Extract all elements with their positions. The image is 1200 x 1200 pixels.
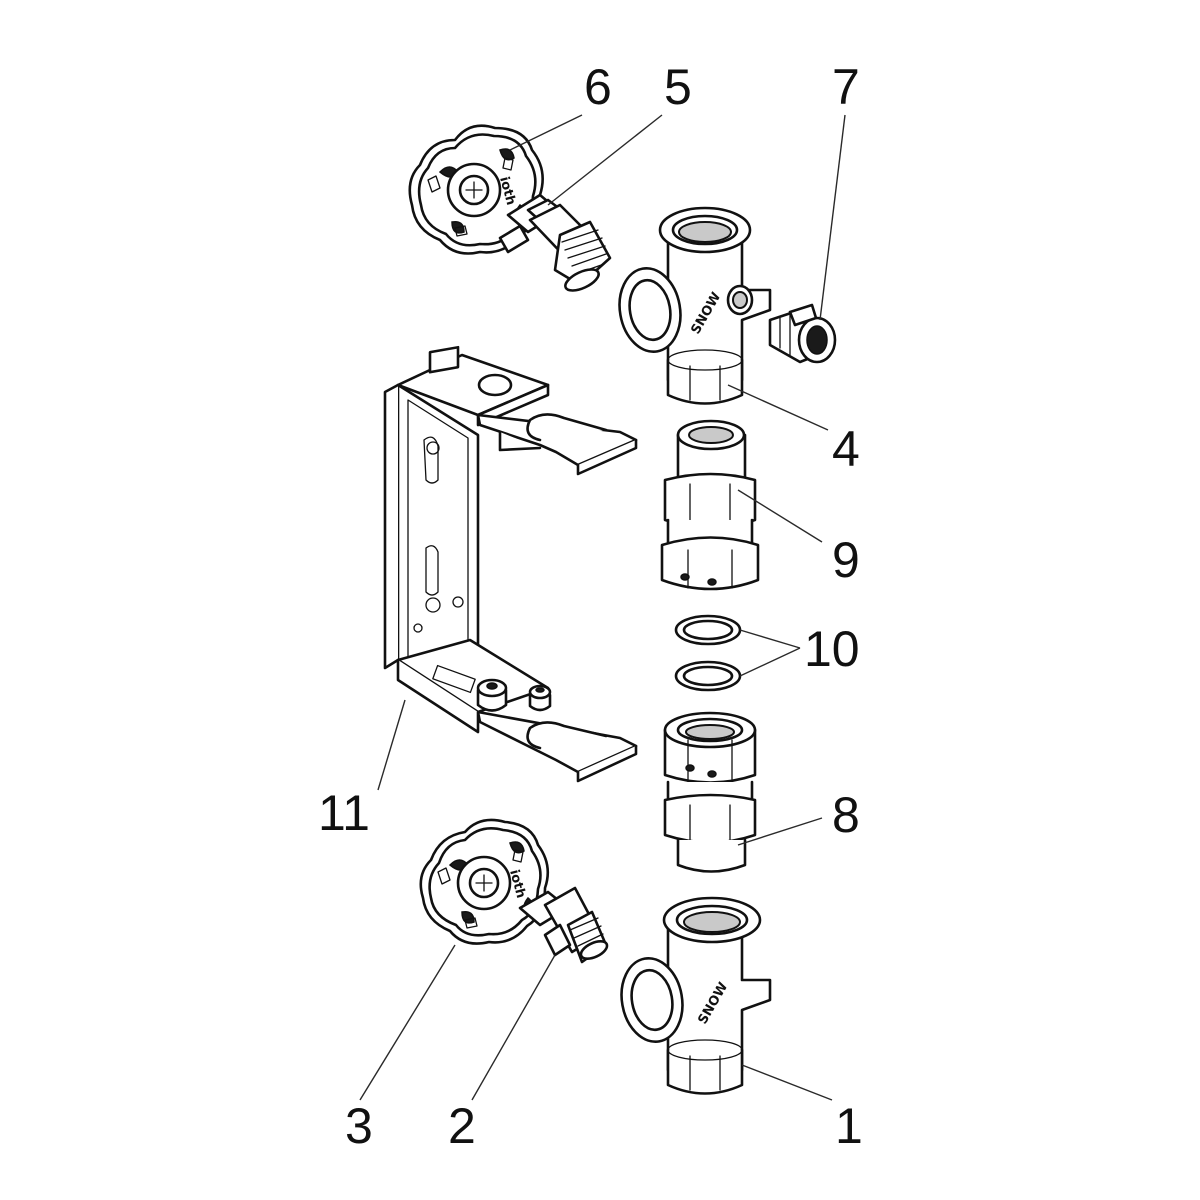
- leader-line-7: [819, 114, 846, 321]
- part-9-upper-union: [660, 419, 760, 591]
- leader-line-2: [471, 954, 556, 1101]
- part-8-lower-union: [663, 711, 757, 873]
- part-label-11: 11: [318, 785, 370, 841]
- part-label-2: 2: [448, 1098, 476, 1154]
- leader-line-4: [727, 384, 829, 431]
- part-5-upper-spindle: [498, 193, 612, 292]
- handwheel-upper-text: ioth: [496, 175, 518, 207]
- part-label-8: 8: [832, 787, 860, 843]
- part-label-6: 6: [584, 59, 612, 115]
- part-2-lower-spindle: [518, 886, 609, 964]
- leader-lines: [359, 114, 846, 1101]
- part-label-10: 10: [804, 621, 860, 677]
- part-label-5: 5: [664, 59, 692, 115]
- leader-line-11: [377, 699, 406, 791]
- part-10-sealing-rings: [674, 614, 742, 692]
- part-11-mounting-bracket: [383, 345, 638, 783]
- handwheel-lower-text: ioth: [506, 868, 528, 900]
- part-label-7: 7: [832, 59, 860, 115]
- part-7-air-vent: [768, 303, 837, 364]
- part-4-upper-valve-body: SNOW: [618, 206, 772, 405]
- part-label-1: 1: [835, 1098, 863, 1154]
- leader-line-8: [737, 817, 823, 846]
- leader-line-5: [547, 114, 663, 206]
- part-6-upper-handwheel: ioth: [408, 124, 544, 255]
- part-label-4: 4: [832, 421, 860, 477]
- leader-line-10b: [739, 647, 801, 677]
- leader-line-3: [359, 944, 456, 1101]
- part-3-lower-handwheel: ioth: [419, 818, 550, 945]
- part-label-3: 3: [345, 1098, 373, 1154]
- leader-line-10a: [739, 629, 801, 649]
- part-label-9: 9: [832, 532, 860, 588]
- leader-line-9: [737, 489, 823, 543]
- leader-line-1: [741, 1064, 833, 1101]
- part-1-lower-valve-body: SNOW: [620, 896, 772, 1095]
- part-labels: 6 5 7 4 9 10 8 11 3 2 1: [318, 59, 863, 1154]
- leader-line-6: [509, 114, 583, 151]
